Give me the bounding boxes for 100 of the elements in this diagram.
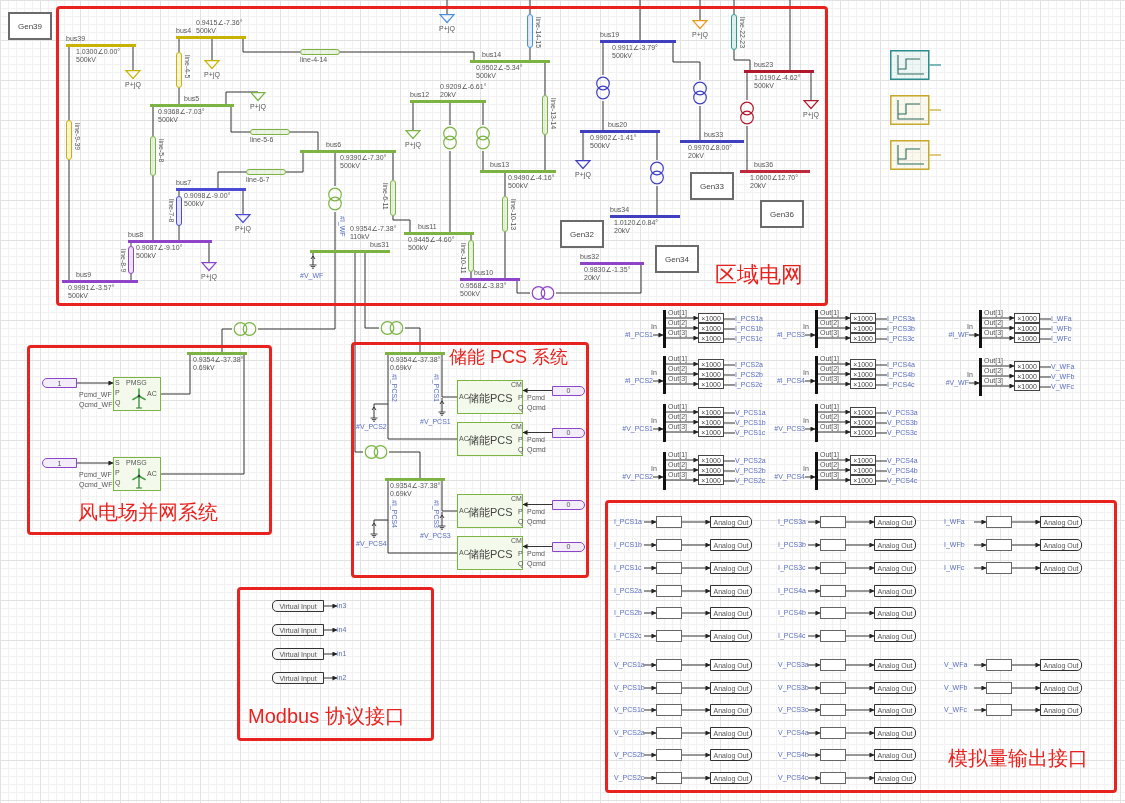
bus-bar bbox=[610, 215, 680, 218]
wire bbox=[285, 152, 304, 173]
arrow bbox=[817, 477, 851, 483]
generator-box bbox=[560, 220, 604, 248]
arrow bbox=[968, 332, 980, 338]
transformer-symbol bbox=[650, 160, 664, 186]
wire bbox=[1039, 338, 1052, 340]
bus-bar bbox=[404, 232, 474, 235]
arrow bbox=[665, 419, 699, 425]
arrow bbox=[845, 610, 875, 616]
transformer-symbol bbox=[693, 80, 707, 106]
arrow bbox=[807, 685, 821, 691]
wire bbox=[211, 38, 213, 61]
line-element bbox=[176, 196, 182, 226]
arrow bbox=[817, 371, 851, 377]
arrow bbox=[76, 380, 114, 386]
arrow bbox=[845, 662, 875, 668]
transformer-symbol bbox=[363, 445, 389, 459]
wire bbox=[1039, 318, 1052, 320]
constant-block bbox=[42, 458, 77, 468]
wire bbox=[334, 152, 336, 187]
generator-label: Gen33 bbox=[699, 183, 725, 191]
line-element bbox=[150, 136, 156, 176]
arrow bbox=[981, 325, 1015, 331]
generator-label: Gen32 bbox=[569, 231, 595, 239]
bus-bar bbox=[680, 140, 744, 143]
arrow bbox=[681, 662, 711, 668]
line-element bbox=[731, 14, 737, 50]
arrow bbox=[817, 335, 851, 341]
arrow bbox=[817, 325, 851, 331]
arrow bbox=[643, 588, 657, 594]
arrow bbox=[817, 409, 851, 415]
bus-bar bbox=[310, 250, 390, 253]
wire bbox=[152, 106, 154, 137]
wire bbox=[504, 172, 506, 197]
generator-box bbox=[760, 200, 804, 228]
gain-block bbox=[986, 704, 1012, 716]
demux-bar bbox=[979, 310, 982, 348]
converter-block bbox=[457, 494, 523, 528]
bus-bar bbox=[385, 352, 445, 355]
demux-bar bbox=[663, 404, 666, 442]
wire bbox=[746, 72, 748, 101]
gain-block bbox=[820, 682, 846, 694]
demux-bar bbox=[663, 310, 666, 348]
wire bbox=[482, 150, 484, 171]
arrow bbox=[817, 381, 851, 387]
block-label: 储能PCS bbox=[468, 392, 512, 404]
arrow bbox=[1011, 565, 1041, 571]
wire bbox=[387, 354, 458, 440]
arrow bbox=[845, 685, 875, 691]
arrow bbox=[807, 542, 821, 548]
gain-block bbox=[986, 539, 1012, 551]
arrow bbox=[817, 429, 851, 435]
wire bbox=[875, 374, 888, 376]
arrow bbox=[665, 335, 699, 341]
gain-block bbox=[986, 659, 1012, 671]
demux-bar bbox=[979, 358, 982, 396]
wire bbox=[544, 134, 546, 171]
wire bbox=[875, 412, 888, 414]
gain-block bbox=[656, 516, 682, 528]
wire bbox=[178, 87, 180, 105]
gain-block bbox=[820, 562, 846, 574]
line-element bbox=[176, 52, 182, 88]
arrow bbox=[522, 544, 553, 549]
bus-bar bbox=[480, 170, 556, 173]
arrow bbox=[845, 588, 875, 594]
arrow bbox=[522, 430, 553, 435]
wire bbox=[723, 374, 736, 376]
region-title: Modbus 协议接口 bbox=[248, 704, 405, 728]
arrow bbox=[981, 363, 1015, 369]
gain-block bbox=[820, 659, 846, 671]
wire bbox=[602, 100, 604, 131]
wire bbox=[723, 328, 736, 330]
arrow bbox=[817, 419, 851, 425]
gain-block bbox=[656, 607, 682, 619]
bus-bar bbox=[385, 478, 445, 481]
region-title: 储能 PCS 系统 bbox=[449, 346, 568, 368]
arrow bbox=[973, 685, 987, 691]
converter-block bbox=[113, 377, 161, 411]
arrow bbox=[323, 627, 338, 633]
bus-bar bbox=[187, 352, 247, 355]
arrow bbox=[643, 707, 657, 713]
wire bbox=[639, 0, 641, 41]
wire bbox=[723, 470, 736, 472]
arrow bbox=[981, 335, 1015, 341]
bus-bar bbox=[470, 60, 550, 63]
arrow bbox=[323, 675, 338, 681]
arrow bbox=[981, 315, 1015, 321]
arrow bbox=[1011, 542, 1041, 548]
gain-block bbox=[820, 704, 846, 716]
wire bbox=[208, 242, 210, 263]
wire bbox=[733, 49, 751, 71]
wire bbox=[392, 152, 394, 181]
arrow bbox=[845, 519, 875, 525]
arrow bbox=[643, 775, 657, 781]
bus-bar bbox=[600, 40, 676, 43]
demux-bar bbox=[663, 356, 666, 394]
arrow bbox=[681, 775, 711, 781]
wire bbox=[516, 280, 531, 294]
bus-bar bbox=[410, 100, 486, 103]
